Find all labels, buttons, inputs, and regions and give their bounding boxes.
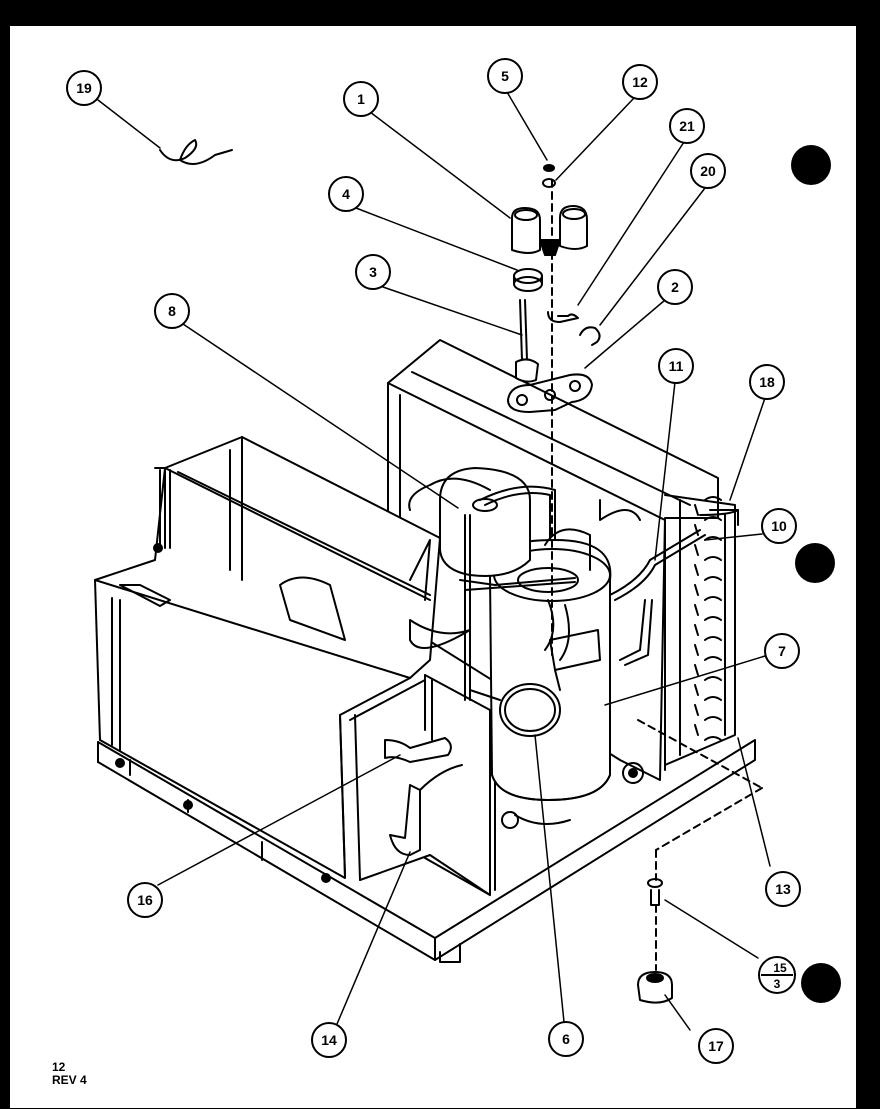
svg-text:2: 2 (671, 279, 679, 295)
valve-stem (515, 299, 539, 383)
callout-8: 8 (154, 293, 190, 329)
svg-text:7: 7 (778, 643, 786, 659)
callout-6: 6 (548, 1021, 584, 1057)
svg-text:12: 12 (632, 74, 648, 90)
mounting-bolt (647, 878, 663, 906)
binder-hole-top (791, 145, 831, 185)
callout-19: 19 (66, 70, 102, 106)
svg-text:3: 3 (774, 977, 781, 991)
callout-4: 4 (328, 176, 364, 212)
callout-18: 18 (749, 364, 785, 400)
svg-text:4: 4 (342, 186, 350, 202)
callout-13: 13 (765, 871, 801, 907)
svg-text:15: 15 (773, 961, 787, 975)
svg-text:14: 14 (321, 1032, 337, 1048)
svg-text:13: 13 (775, 881, 791, 897)
base-pan (97, 739, 756, 963)
svg-text:11: 11 (669, 358, 684, 374)
svg-text:6: 6 (562, 1031, 570, 1047)
partition-panel (349, 674, 496, 896)
solenoid-coil (513, 268, 543, 292)
callout-17: 17 (698, 1028, 734, 1064)
callout-16: 16 (127, 882, 163, 918)
svg-text:20: 20 (700, 163, 716, 179)
condenser-coil (664, 494, 739, 766)
fan-motor (408, 467, 576, 701)
svg-text:17: 17 (708, 1038, 724, 1054)
callout-12: 12 (622, 64, 658, 100)
callout-5: 5 (487, 58, 523, 94)
fan-ring (469, 683, 561, 737)
indoor-section (94, 436, 471, 881)
callout-1: 1 (343, 81, 379, 117)
svg-text:1: 1 (357, 91, 365, 107)
callout-10: 10 (761, 508, 797, 544)
binder-hole-middle (795, 543, 835, 583)
svg-text:5: 5 (501, 68, 509, 84)
wire-tie (159, 139, 233, 165)
leader-lines (97, 91, 771, 1031)
callout-21: 21 (669, 108, 705, 144)
svg-text:10: 10 (771, 518, 787, 534)
refrigerant-tubing (479, 485, 739, 666)
svg-text:19: 19 (76, 80, 92, 96)
callout-2: 2 (657, 269, 693, 305)
callout-11: 11 (658, 348, 694, 384)
binder-hole-bottom (801, 963, 841, 1003)
svg-text:21: 21 (679, 118, 695, 134)
callout-20: 20 (690, 153, 726, 189)
callout-14: 14 (311, 1022, 347, 1058)
exploded-view-lines (551, 179, 763, 971)
svg-text:18: 18 (759, 374, 775, 390)
page-number: 12 (52, 1060, 66, 1074)
o-ring (542, 164, 556, 188)
revision-label: REV 4 (52, 1073, 87, 1087)
drain-hose-lower (389, 764, 463, 856)
callout-3: 3 (355, 254, 391, 290)
isolator-grommet (637, 971, 673, 1004)
svg-text:3: 3 (369, 264, 377, 280)
svg-text:16: 16 (137, 892, 153, 908)
snap-ring (579, 326, 601, 346)
callout-7: 7 (764, 633, 800, 669)
reversing-valve-body (511, 205, 588, 256)
retaining-clip (547, 311, 579, 323)
callout-15-over-3: 15 3 (758, 956, 796, 994)
gasket (507, 373, 593, 413)
svg-text:8: 8 (168, 303, 176, 319)
